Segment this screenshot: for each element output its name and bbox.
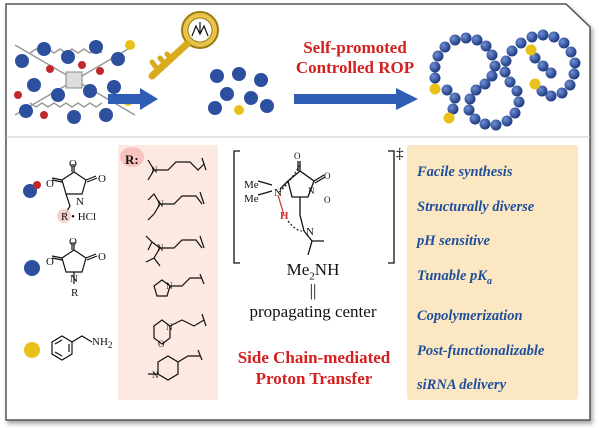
- propagating-center-label: propagating center: [249, 302, 377, 321]
- nca-o-label-2: O: [69, 158, 77, 170]
- rop-title-line2: Controlled ROP: [295, 58, 415, 77]
- sphere-blue-icon: [24, 260, 40, 276]
- me-label-1: Me: [244, 179, 259, 191]
- svg-text:O: O: [324, 171, 331, 181]
- feature-item: siRNA delivery: [417, 368, 578, 403]
- equals-sign: ||: [309, 281, 317, 300]
- feature-item-text: Structurally diverse: [417, 198, 535, 215]
- dagger-symbol: ‡: [396, 146, 404, 162]
- svg-text:N: N: [166, 281, 173, 291]
- feature-item: pH sensitive: [417, 224, 578, 259]
- feature-item-text: Tunable pK: [417, 267, 487, 284]
- feature-list: Facile synthesis Structurally diverse pH…: [407, 145, 578, 403]
- r-header-glow: [120, 147, 144, 167]
- sphere-yellow-icon: [24, 342, 40, 358]
- transition-state-structure: O O O N: [233, 150, 395, 264]
- svg-text:N: N: [157, 243, 164, 253]
- svg-text:N: N: [308, 186, 315, 196]
- nca2-o-label-1: O: [46, 256, 54, 268]
- nca-hcl-structure: [51, 164, 98, 223]
- feature-item: Facile synthesis: [417, 155, 578, 190]
- rop-title-line1: Self-promoted: [303, 38, 407, 57]
- svg-text:O: O: [324, 195, 331, 205]
- sphere-blue-red-icon: [23, 181, 41, 198]
- r-hcl-suffix: • HCl: [71, 211, 97, 223]
- r-hcl-r: R: [61, 211, 69, 223]
- nca2-r-label: R: [71, 287, 79, 299]
- rop-title: Self-promoted Controlled ROP: [290, 38, 420, 78]
- mech-n-label: N: [274, 187, 282, 199]
- mechanism-caption-line2: Proton Transfer: [255, 369, 373, 388]
- r-hcl-label: R • HCl: [61, 211, 96, 223]
- amine-formula-main: Me: [286, 260, 310, 279]
- svg-text:O: O: [158, 339, 165, 349]
- amine-formula-end: NH: [314, 260, 340, 279]
- feature-item-sub: a: [486, 275, 492, 287]
- nca2-o-label-3: O: [98, 251, 106, 263]
- amine-formula: Me2NH: [258, 260, 368, 286]
- nca-structure: [51, 242, 98, 284]
- mech-n2-label: N: [306, 226, 314, 238]
- me-label-2: Me: [244, 193, 259, 205]
- nh2-text: NH: [92, 336, 108, 348]
- feature-item: Tunable pKa: [417, 259, 578, 299]
- nh2-label: NH2: [92, 336, 112, 350]
- svg-text:N: N: [157, 199, 164, 209]
- polymer-chain-icon: [429, 29, 581, 131]
- feature-item-text: siRNA delivery: [417, 377, 507, 394]
- benzylamine-structure: [51, 335, 93, 361]
- feature-list-box: Facile synthesis Structurally diverse pH…: [407, 145, 578, 400]
- feature-item: Structurally diverse: [417, 190, 578, 225]
- mechanism-caption-line1: Side Chain-mediated: [237, 348, 391, 367]
- feature-item: Copolymerization: [417, 299, 578, 334]
- blue-arrow-icon: [108, 88, 158, 110]
- monomer-cluster-icon: [208, 67, 274, 115]
- nca-n-label: N: [76, 196, 84, 208]
- feature-item-text: pH sensitive: [417, 233, 490, 250]
- svg-text:N: N: [166, 322, 173, 332]
- feature-item-text: Copolymerization: [417, 308, 523, 325]
- nca-o-label-1: O: [46, 178, 54, 190]
- svg-text:N: N: [151, 165, 158, 175]
- feature-item: Post-functionalizable: [417, 334, 578, 369]
- nca2-n-label: N: [70, 273, 78, 285]
- nh2-sub: 2: [107, 340, 113, 351]
- svg-text:N: N: [152, 370, 159, 380]
- mechanism-caption: Side Chain-mediated Proton Transfer: [226, 347, 402, 389]
- nca2-o-label-2: O: [69, 236, 77, 248]
- feature-item-text: Post-functionalizable: [417, 342, 545, 359]
- amine-formula-sub: 2: [309, 270, 315, 283]
- blue-arrow-icon: [294, 88, 418, 110]
- r-group-header: R:: [125, 152, 139, 167]
- nca-o-label-3: O: [98, 173, 106, 185]
- key-icon: [148, 11, 219, 80]
- mech-h-label: H: [280, 210, 289, 222]
- svg-text:O: O: [294, 151, 301, 161]
- feature-item-text: Facile synthesis: [417, 164, 513, 180]
